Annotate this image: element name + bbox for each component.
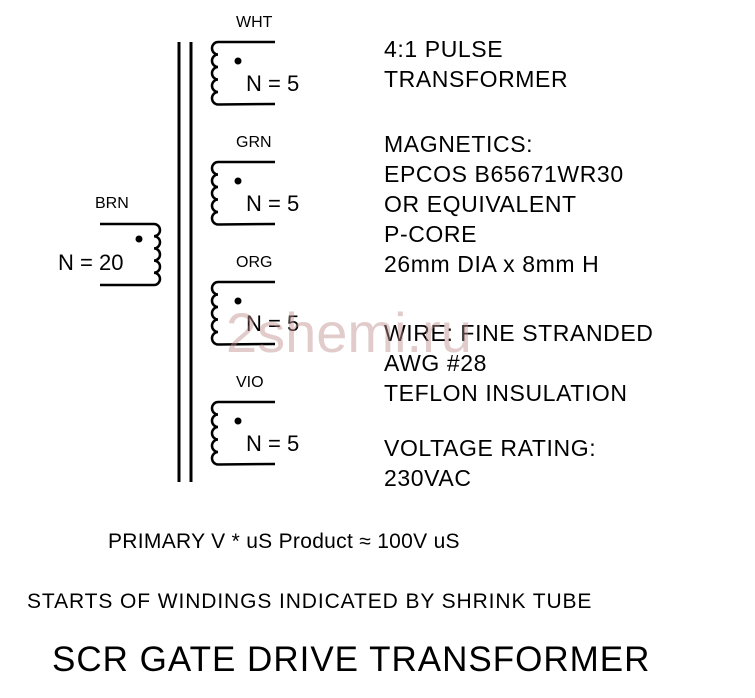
secondary-coil xyxy=(210,280,276,346)
wire-line: WIRE: FINE STRANDED xyxy=(384,320,654,346)
secondary-turns: N = 5 xyxy=(246,191,299,216)
wire-line: TEFLON INSULATION xyxy=(384,380,628,406)
secondary-start-dot xyxy=(234,177,242,185)
diagram-title: SCR GATE DRIVE TRANSFORMER xyxy=(52,640,651,679)
secondary-start-dot xyxy=(234,297,242,305)
secondary-coil xyxy=(210,40,276,106)
secondary-winding-1: WHT N = 5 xyxy=(210,14,299,106)
heading-line: TRANSFORMER xyxy=(384,66,569,92)
voltage-line: VOLTAGE RATING: xyxy=(384,435,597,461)
secondary-wire-color: VIO xyxy=(236,374,264,391)
winding-starts-note: STARTS OF WINDINGS INDICATED BY SHRINK T… xyxy=(27,590,593,613)
voltage-line: 230VAC xyxy=(384,465,472,491)
secondary-start-dot xyxy=(234,417,242,425)
magnetics-spec: MAGNETICS: EPCOS B65671WR30 OR EQUIVALEN… xyxy=(384,129,624,279)
wire-line: AWG #28 xyxy=(384,350,488,376)
secondary-winding-4: VIO N = 5 xyxy=(210,374,299,466)
secondary-turns: N = 5 xyxy=(246,431,299,456)
magnetics-line: 26mm DIA x 8mm H xyxy=(384,251,600,277)
transformer-core xyxy=(177,42,193,482)
magnetics-line: OR EQUIVALENT xyxy=(384,191,577,217)
secondary-coil xyxy=(210,160,276,226)
secondary-turns: N = 5 xyxy=(246,311,299,336)
volt-second-product: PRIMARY V * uS Product ≈ 100V uS xyxy=(108,530,460,553)
secondary-turns: N = 5 xyxy=(246,71,299,96)
secondary-wire-color: ORG xyxy=(236,254,272,271)
secondary-winding-2: GRN N = 5 xyxy=(210,134,299,226)
primary-coil xyxy=(100,222,162,287)
heading-line: 4:1 PULSE xyxy=(384,36,504,62)
magnetics-line: MAGNETICS: xyxy=(384,131,534,157)
secondary-winding-3: ORG N = 5 xyxy=(210,254,299,346)
watermark: 2shemi.ru xyxy=(226,301,472,364)
wire-spec: WIRE: FINE STRANDED AWG #28 TEFLON INSUL… xyxy=(384,318,654,408)
primary-winding: BRN N = 20 xyxy=(58,195,162,287)
transformer-heading: 4:1 PULSE TRANSFORMER xyxy=(384,34,568,94)
voltage-spec: VOLTAGE RATING: 230VAC xyxy=(384,433,596,493)
primary-start-dot xyxy=(135,235,143,243)
magnetics-line: P-CORE xyxy=(384,221,478,247)
primary-turns: N = 20 xyxy=(58,250,123,275)
secondary-wire-color: WHT xyxy=(236,14,273,31)
secondary-start-dot xyxy=(234,57,242,65)
secondary-wire-color: GRN xyxy=(236,134,272,151)
magnetics-line: EPCOS B65671WR30 xyxy=(384,161,624,187)
secondary-coil xyxy=(210,400,276,466)
primary-wire-color: BRN xyxy=(95,195,129,212)
